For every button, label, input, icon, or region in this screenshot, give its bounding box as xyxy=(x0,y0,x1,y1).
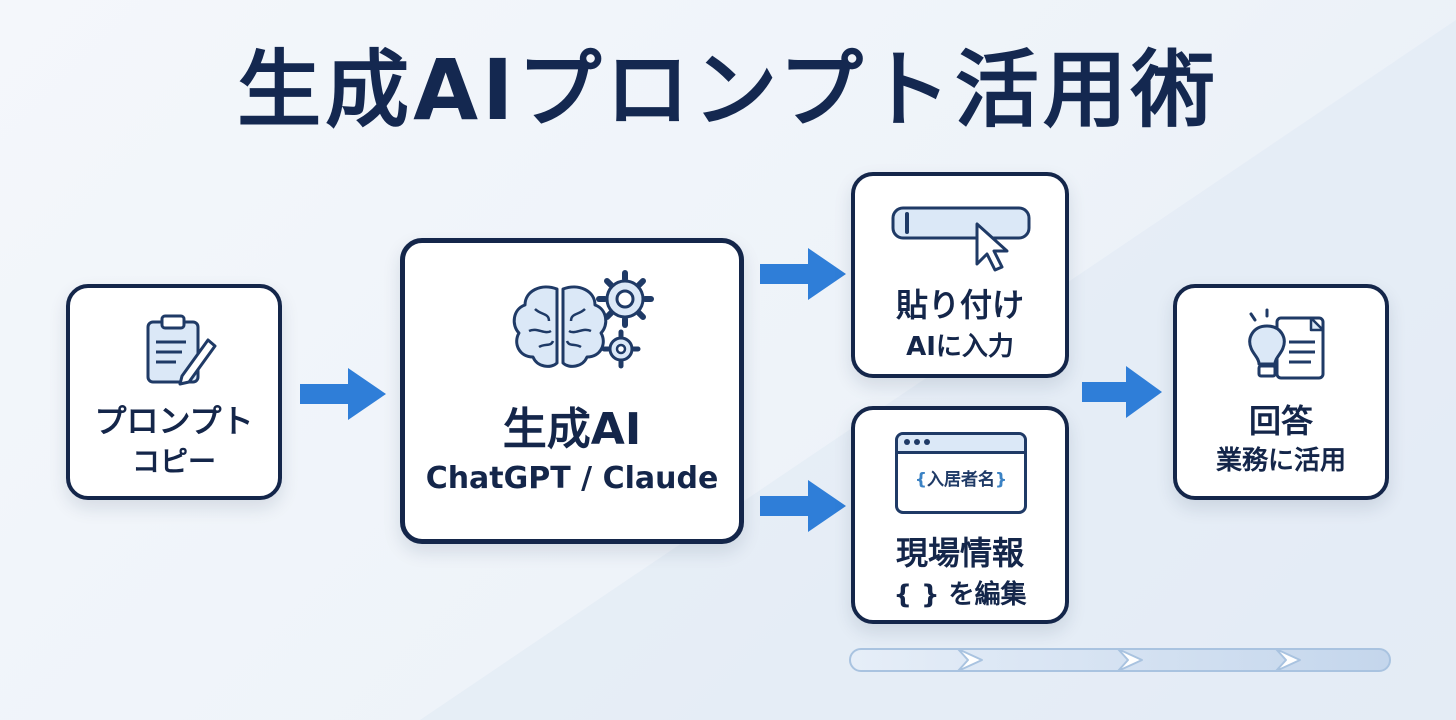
brain-gears-icon xyxy=(512,270,654,369)
step-card-generative-ai: 生成AI ChatGPT / Claude xyxy=(400,238,744,544)
placeholder-text: 入居者名 xyxy=(927,470,995,490)
step-card-paste: 貼り付け AIに入力 xyxy=(851,172,1069,378)
arrow-right-icon xyxy=(760,248,846,300)
arrow-right-icon xyxy=(760,480,846,532)
lightbulb-document-icon xyxy=(1248,308,1325,380)
clipboard-pencil-icon xyxy=(146,314,217,386)
step-subtitle: { } を編集 xyxy=(893,580,1027,610)
step-title: 生成AI xyxy=(502,404,642,455)
step-subtitle: ChatGPT / Claude xyxy=(425,461,719,496)
step-card-prompt-copy: プロンプト コピー xyxy=(66,284,282,500)
arrow-right-icon xyxy=(1082,366,1162,418)
progress-track xyxy=(849,648,1391,672)
step-title: 回答 xyxy=(1248,402,1313,440)
step-title: プロンプト xyxy=(94,402,254,440)
page-title: 生成AIプロンプト活用術 xyxy=(237,41,1219,139)
step-title: 貼り付け xyxy=(895,286,1024,324)
step-subtitle: AIに入力 xyxy=(906,332,1014,362)
step-subtitle: 業務に活用 xyxy=(1215,446,1346,476)
step-card-context-edit: {入居者名} 現場情報 { } を編集 xyxy=(851,406,1069,624)
step-title: 現場情報 xyxy=(895,534,1024,572)
arrow-right-icon xyxy=(300,368,386,420)
browser-template-icon: {入居者名} xyxy=(895,432,1027,514)
step-card-answer: 回答 業務に活用 xyxy=(1173,284,1389,500)
input-cursor-icon xyxy=(891,206,1031,272)
step-subtitle: コピー xyxy=(131,445,216,478)
